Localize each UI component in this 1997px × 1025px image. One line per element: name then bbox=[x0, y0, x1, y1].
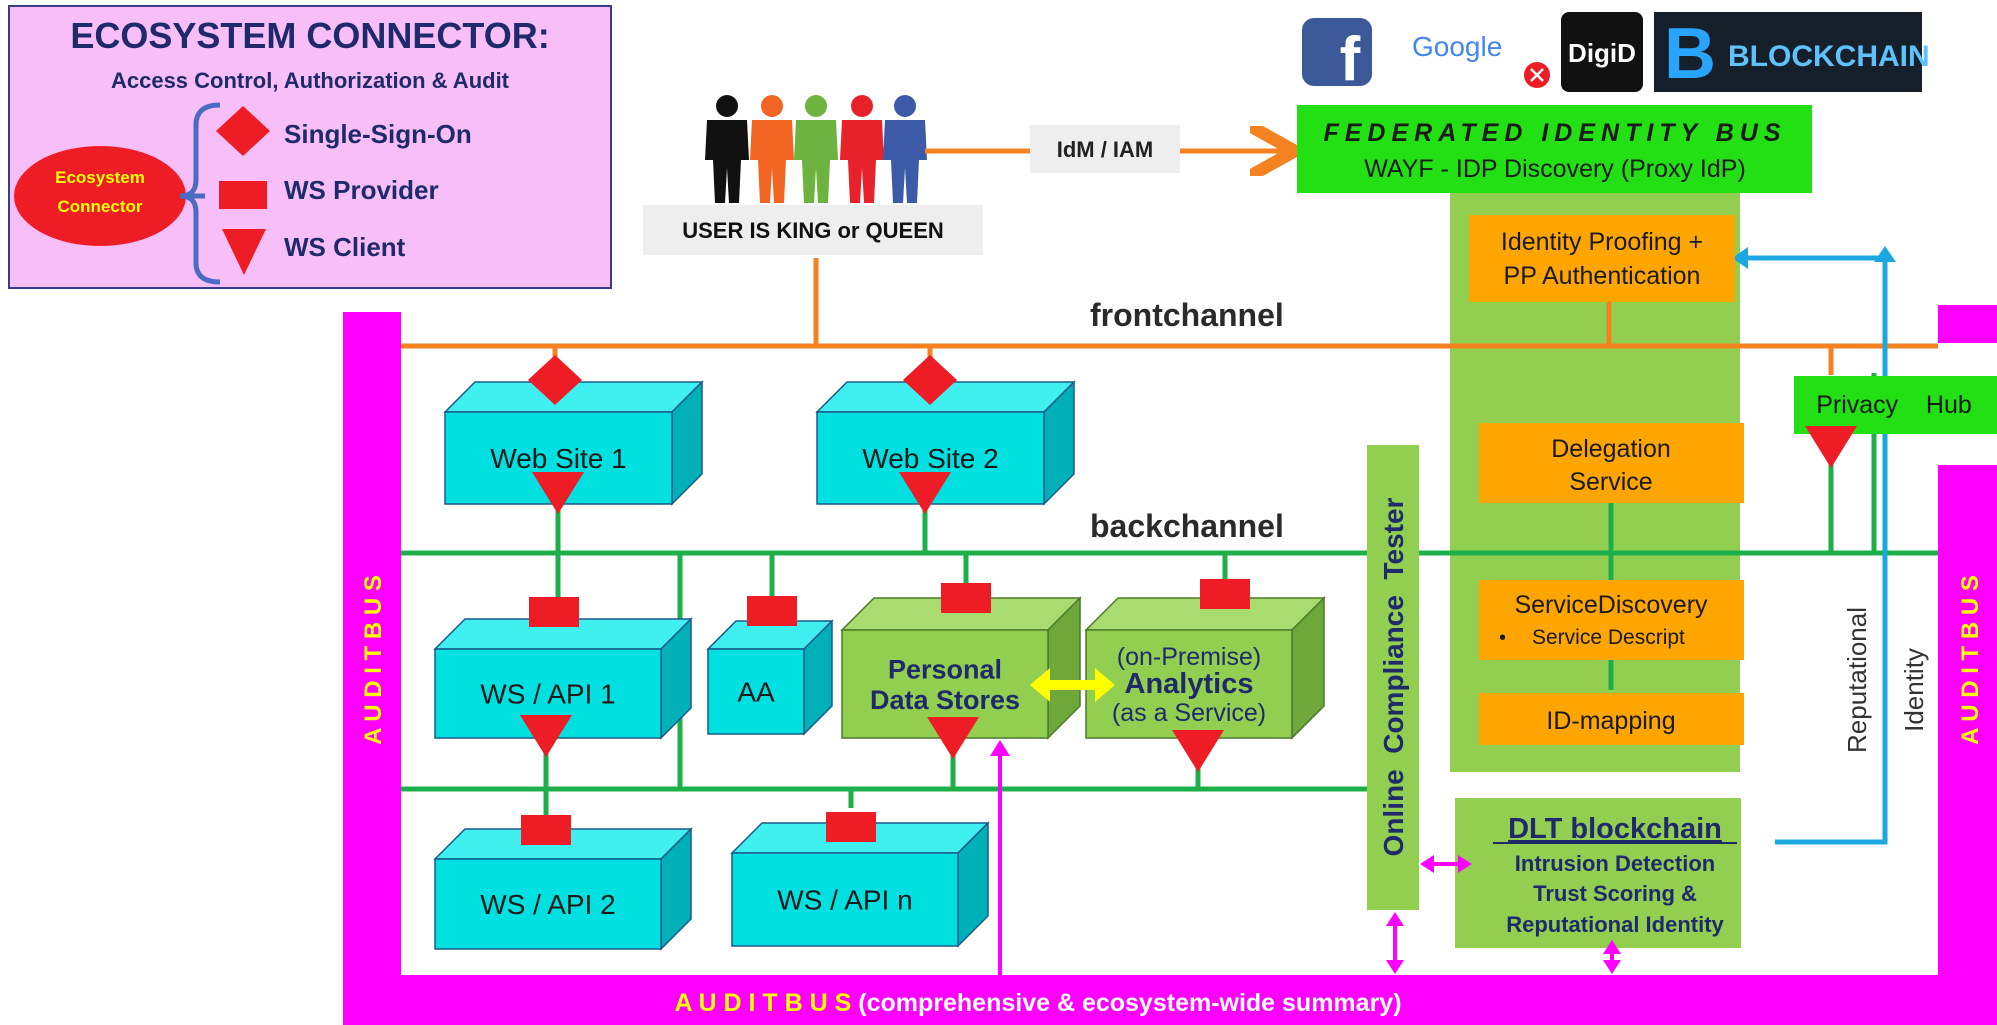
analytics-box-label: (on-Premise) bbox=[1117, 643, 1261, 671]
svg-text:PP Authentication: PP Authentication bbox=[1504, 262, 1701, 290]
ws-provider-square-icon bbox=[747, 596, 797, 626]
compliance-tester: Online Compliance Tester bbox=[1367, 445, 1419, 910]
svg-text:Intrusion Detection: Intrusion Detection bbox=[1515, 851, 1715, 876]
audit-bus-bottom: A U D I T B U S (comprehensive & ecosyst… bbox=[674, 989, 1401, 1017]
ws-provider-square-icon bbox=[1200, 579, 1250, 609]
idm-label: IdM / IAM bbox=[1057, 137, 1154, 162]
aa-box: AA bbox=[706, 619, 834, 736]
person-icon bbox=[705, 95, 749, 203]
person-icon bbox=[840, 95, 884, 203]
svg-text:f: f bbox=[1340, 25, 1361, 94]
magenta-arrows bbox=[990, 740, 1621, 975]
legend-brace bbox=[179, 102, 221, 285]
ecosystem-connector-ellipse bbox=[14, 146, 186, 246]
identity-label: Identity bbox=[1899, 648, 1929, 732]
service-discovery-box: ServiceDiscovery • Service Descript bbox=[1479, 580, 1744, 660]
web-site-2-box: Web Site 2 bbox=[815, 380, 1076, 506]
ws-api-n-box-label: WS / API n bbox=[777, 885, 912, 916]
svg-text:DigiD: DigiD bbox=[1568, 38, 1636, 68]
legend-title: ECOSYSTEM CONNECTOR: bbox=[70, 15, 549, 56]
ws-provider-square-icon bbox=[941, 583, 991, 613]
ecosystem-connector-label-1: Ecosystem bbox=[55, 168, 145, 187]
users-caption: USER IS KING or QUEEN bbox=[682, 218, 944, 243]
ws-api-2-box: WS / API 2 bbox=[433, 827, 693, 951]
audit-bus-right: A U D I T B U S bbox=[1957, 575, 1984, 745]
ws-provider-square-icon bbox=[521, 815, 571, 845]
square-icon bbox=[219, 181, 267, 209]
fib-title: FEDERATED IDENTITY BUS bbox=[1323, 119, 1786, 147]
legend-panel: ECOSYSTEM CONNECTOR: Access Control, Aut… bbox=[8, 5, 612, 289]
legend-subtitle: Access Control, Authorization & Audit bbox=[111, 68, 510, 93]
legend-item-sso: Single-Sign-On bbox=[284, 119, 472, 149]
ws-client-triangle-icon bbox=[927, 717, 979, 759]
ws-client-triangle-icon bbox=[1172, 730, 1224, 772]
privacy-hub: Privacy Hub bbox=[1794, 376, 1997, 434]
diamond-icon bbox=[216, 106, 270, 156]
frontchannel-label: frontchannel bbox=[1090, 297, 1284, 333]
svg-text:ID-mapping: ID-mapping bbox=[1546, 707, 1675, 735]
fib-subtitle: WAYF - IDP Discovery (Proxy IdP) bbox=[1364, 155, 1746, 183]
ws-provider-square-icon bbox=[529, 597, 579, 627]
svg-text:Delegation: Delegation bbox=[1551, 435, 1671, 463]
svg-text:Reputational Identity: Reputational Identity bbox=[1506, 912, 1724, 937]
web-site-2-box-label: Web Site 2 bbox=[862, 443, 998, 474]
svg-text:Privacy Hub: Privacy Hub bbox=[1816, 391, 1972, 419]
federated-identity-bus: FEDERATED IDENTITY BUS WAYF - IDP Discov… bbox=[1297, 105, 1812, 193]
digid-logo: DigiD bbox=[1561, 12, 1643, 92]
facebook-icon: f bbox=[1302, 18, 1372, 94]
analytics-box: (on-Premise)Analytics(as a Service) bbox=[1084, 596, 1326, 740]
svg-text:Trust Scoring &: Trust Scoring & bbox=[1533, 881, 1697, 906]
blockchain-logo: B BLOCKCHAIN bbox=[1654, 12, 1930, 94]
personal-data-stores-box-label: Data Stores bbox=[870, 685, 1020, 715]
frontchannel-line bbox=[401, 258, 1938, 375]
web-site-1-box-label: Web Site 1 bbox=[490, 443, 626, 474]
svg-text:Service: Service bbox=[1569, 468, 1652, 496]
delegation-service-box: Delegation Service bbox=[1479, 423, 1744, 503]
audit-bus-left: A U D I T B U S bbox=[360, 575, 387, 745]
ws-api-n-box: WS / API n bbox=[730, 821, 990, 948]
ws-client-triangle-icon bbox=[520, 715, 572, 757]
ws-client-triangle-icon bbox=[899, 472, 951, 514]
aa-box-label: AA bbox=[737, 677, 775, 708]
svg-text:Service Descript: Service Descript bbox=[1532, 626, 1685, 649]
person-icon bbox=[883, 95, 927, 203]
pds-analytics-arrow bbox=[1030, 668, 1115, 702]
dlt-blockchain-box: DLT blockchain Intrusion Detection Trust… bbox=[1455, 798, 1741, 948]
google-logo: Google bbox=[1412, 31, 1502, 62]
person-icon bbox=[750, 95, 794, 203]
personal-data-stores-box-label: Personal bbox=[888, 655, 1002, 685]
analytics-box-label: Analytics bbox=[1125, 668, 1254, 700]
id-mapping-box: ID-mapping bbox=[1479, 693, 1744, 745]
legend-item-ws-provider: WS Provider bbox=[284, 175, 439, 205]
reputational-identity-line bbox=[1740, 255, 1888, 845]
triangle-icon bbox=[222, 229, 266, 275]
analytics-box-label: (as a Service) bbox=[1112, 699, 1266, 727]
dlt-title: DLT blockchain bbox=[1508, 813, 1722, 845]
ecosystem-connector-label-2: Connector bbox=[58, 197, 143, 216]
svg-text:Identity Proofing +: Identity Proofing + bbox=[1501, 228, 1703, 256]
person-icon bbox=[794, 95, 838, 203]
svg-text:B: B bbox=[1664, 14, 1716, 94]
svg-text:•: • bbox=[1499, 627, 1506, 649]
svg-text:Online Compliance Tester: Online Compliance Tester bbox=[1378, 497, 1409, 856]
ws-client-triangle-icon bbox=[1805, 426, 1857, 468]
audit-bus-frame bbox=[343, 305, 1997, 1025]
svg-text:ServiceDiscovery: ServiceDiscovery bbox=[1514, 591, 1708, 619]
ws-provider-square-icon bbox=[826, 812, 876, 842]
legend-item-ws-client: WS Client bbox=[284, 232, 406, 262]
backchannel-label: backchannel bbox=[1090, 508, 1284, 544]
arrow-left-icon bbox=[1732, 247, 1748, 269]
identity-proofing-box: Identity Proofing + PP Authentication bbox=[1469, 215, 1735, 302]
arrow-up-icon bbox=[1874, 246, 1896, 262]
sso-diamond-icon bbox=[903, 355, 957, 405]
svg-text:BLOCKCHAIN: BLOCKCHAIN bbox=[1728, 40, 1930, 73]
reputational-label: Reputational bbox=[1842, 607, 1872, 753]
users-group: USER IS KING or QUEEN bbox=[643, 95, 983, 255]
ws-client-triangle-icon bbox=[532, 472, 584, 514]
sso-diamond-icon bbox=[528, 355, 582, 405]
ws-api-1-box-label: WS / API 1 bbox=[480, 679, 615, 710]
ws-api-2-box-label: WS / API 2 bbox=[480, 889, 615, 920]
